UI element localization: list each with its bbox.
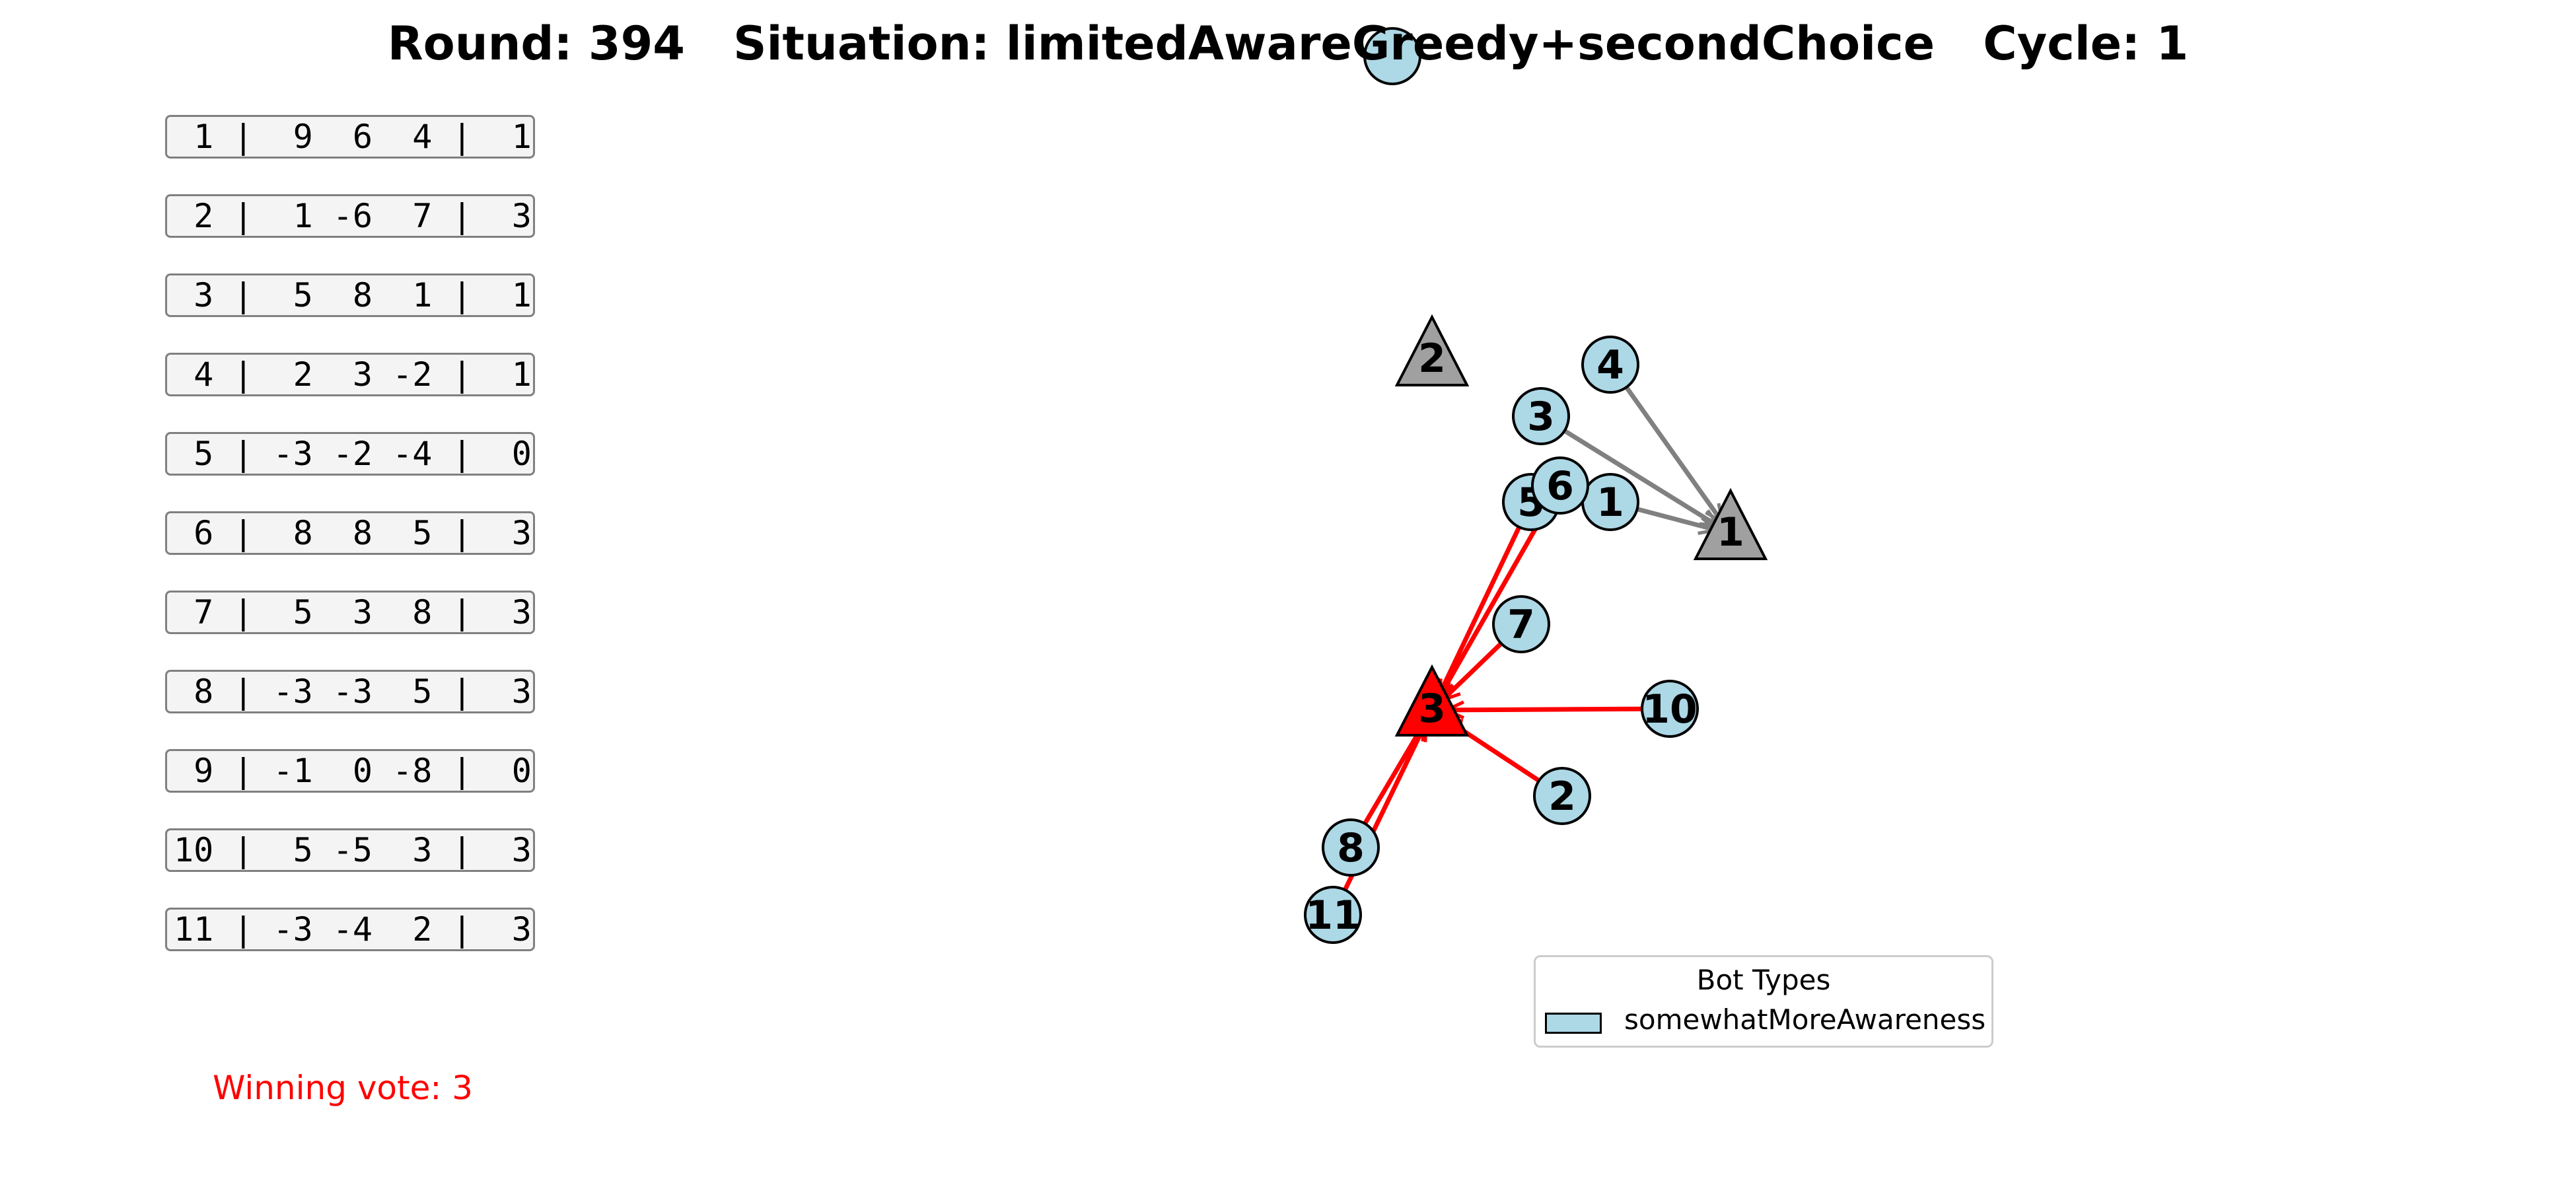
ballot-row-9: 9 | -1 0 -8 | 0 xyxy=(165,749,535,793)
bot-node-11: 11 xyxy=(1304,886,1362,944)
bot-circle-8 xyxy=(1322,818,1380,877)
option-triangle-3 xyxy=(1394,664,1470,737)
ballot-row-3: 3 | 5 8 1 | 1 xyxy=(165,273,535,317)
option-node-1: 1 xyxy=(1693,487,1768,560)
ballot-row-4: 4 | 2 3 -2 | 1 xyxy=(165,353,535,396)
bot-label-6: 6 xyxy=(1546,463,1574,509)
bot-circle-3 xyxy=(1512,387,1570,445)
ballot-row-8: 8 | -3 -3 5 | 3 xyxy=(165,670,535,713)
option-triangle-2 xyxy=(1394,314,1470,386)
option-label-1: 1 xyxy=(1717,509,1744,556)
bot-label-8: 8 xyxy=(1337,825,1365,871)
bot-circle-4 xyxy=(1581,336,1639,394)
bot-node-3: 3 xyxy=(1512,387,1570,445)
vote-edge-bot-5 xyxy=(1429,501,1534,711)
vote-edge-bot-4 xyxy=(1608,363,1733,536)
bot-label-10: 10 xyxy=(1642,686,1698,733)
bot-label-4: 4 xyxy=(1596,342,1624,388)
option-label-3: 3 xyxy=(1418,686,1446,732)
bot-node-4: 4 xyxy=(1581,336,1639,394)
legend-entry-label: somewhatMoreAwareness xyxy=(1624,1003,1986,1036)
option-node-2: 2 xyxy=(1394,314,1470,386)
legend-title: Bot Types xyxy=(1696,964,1831,996)
bot-node-7: 7 xyxy=(1492,595,1550,653)
bot-node-6: 6 xyxy=(1531,456,1589,515)
option-label-2: 2 xyxy=(1418,336,1446,382)
ballot-row-10: 10 | 5 -5 3 | 3 xyxy=(165,828,535,872)
bot-label-7: 7 xyxy=(1507,602,1535,648)
ballot-row-5: 5 | -3 -2 -4 | 0 xyxy=(165,432,535,476)
option-node-3: 3 xyxy=(1394,664,1470,737)
ballot-row-11: 11 | -3 -4 2 | 3 xyxy=(165,908,535,951)
ballot-row-6: 6 | 8 8 5 | 3 xyxy=(165,511,535,555)
ballot-row-2: 2 | 1 -6 7 | 3 xyxy=(165,194,535,238)
bot-circle-7 xyxy=(1492,595,1550,653)
bot-circle-6 xyxy=(1531,456,1589,515)
bot-circle-11 xyxy=(1304,886,1362,944)
plot-title: Round: 394 Situation: limitedAwareGreedy… xyxy=(387,17,2189,71)
bot-node-8: 8 xyxy=(1322,818,1380,877)
option-triangle-1 xyxy=(1693,487,1768,560)
bot-node-9 xyxy=(1363,27,1421,85)
bot-circle-2 xyxy=(1533,767,1591,825)
vote-edge-bot-11 xyxy=(1330,709,1435,916)
bot-circle-10 xyxy=(1641,680,1699,738)
ballot-row-1: 1 | 9 6 4 | 1 xyxy=(165,115,535,159)
vote-edge-bot-10 xyxy=(1431,706,1670,713)
legend: Bot Types somewhatMoreAwareness xyxy=(1534,955,1993,1048)
bot-node-2: 2 xyxy=(1533,767,1591,825)
winning-vote-label: Winning vote: 3 xyxy=(213,1069,473,1107)
bot-label-3: 3 xyxy=(1527,394,1555,440)
bot-label-1: 1 xyxy=(1596,480,1624,526)
bot-label-11: 11 xyxy=(1305,892,1361,939)
legend-swatch xyxy=(1545,1013,1602,1034)
bot-node-1: 1 xyxy=(1581,473,1639,531)
bot-label-2: 2 xyxy=(1548,774,1576,820)
ballot-row-7: 7 | 5 3 8 | 3 xyxy=(165,591,535,634)
bot-node-10: 10 xyxy=(1641,680,1699,738)
vote-edge-bot-3 xyxy=(1540,414,1732,536)
bot-circle-9 xyxy=(1363,27,1421,85)
